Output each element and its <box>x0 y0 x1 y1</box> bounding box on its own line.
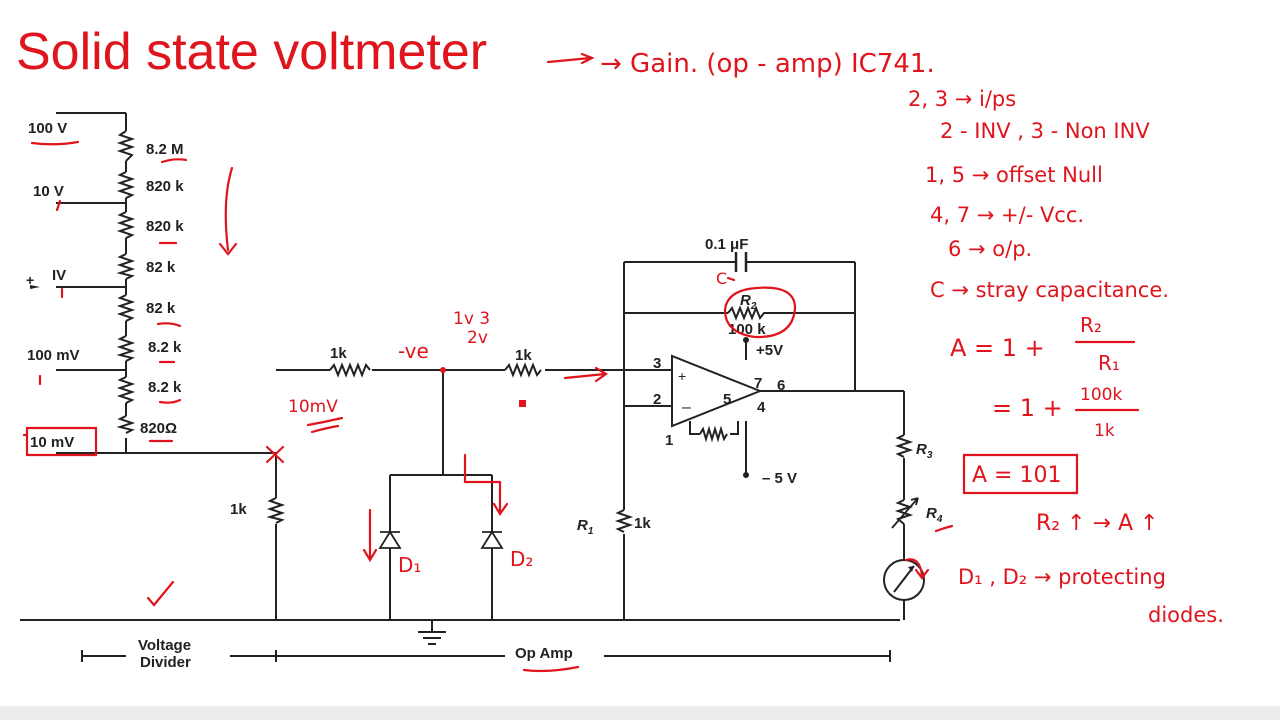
node-note: -ve <box>398 339 429 363</box>
pin-note: 1, 5 → offset Null <box>925 163 1103 187</box>
pin-note: 6 → o/p. <box>948 237 1032 261</box>
voltage-divider-label: Voltage <box>138 637 191 654</box>
circuit-wiring <box>20 112 905 662</box>
pin-number: 1 <box>665 432 673 449</box>
capacitor-label: 0.1 μF <box>705 236 748 253</box>
ink-dot <box>519 400 526 407</box>
pin-note: 2 - INV , 3 - Non INV <box>940 119 1150 143</box>
stray-cap-label: C <box>716 269 727 288</box>
bottom-strip <box>0 706 1280 720</box>
gain-sub-denominator: 1k <box>1094 421 1115 441</box>
pin-number: 2 <box>653 391 661 408</box>
minus-supply-label: – 5 V <box>762 470 797 487</box>
r2-note: R₂ ↑ → A ↑ <box>1036 511 1158 536</box>
pin-number: 7 <box>754 375 762 392</box>
divider-resistor <box>116 415 136 434</box>
input-resistor-1-label: 1k <box>330 345 347 362</box>
inv-sign: – <box>682 399 691 416</box>
divider-resistor <box>116 130 136 162</box>
heading-note: → Gain. (op - amp) IC741. <box>600 49 935 79</box>
range-label: 10 mV <box>30 434 74 451</box>
meter-symbol <box>883 559 925 601</box>
gain-denominator: R₁ <box>1098 351 1120 375</box>
divider-resistor-group <box>116 130 914 533</box>
gain-result: A = 101 <box>972 463 1061 488</box>
diode-label: D₁ <box>398 553 421 577</box>
gain-substituted: = 1 + <box>992 394 1063 422</box>
divider-value: 8.2 k <box>148 339 182 356</box>
input-resistor-2 <box>504 362 542 378</box>
voltage-divider-label: Divider <box>140 654 191 671</box>
divider-value: 8.2 M <box>146 141 184 158</box>
r2-label: R2 <box>740 292 757 312</box>
shunt-resistor-label: 1k <box>230 501 247 518</box>
shunt-resistor <box>266 497 286 524</box>
r1-value: 1k <box>634 515 651 532</box>
divider-resistor <box>116 335 136 362</box>
divider-resistor <box>116 376 136 404</box>
gain-formula: A = 1 + <box>950 334 1045 362</box>
pin-number: 5 <box>723 391 731 408</box>
plus-terminal-sign: + <box>26 272 34 288</box>
range-labels: 100 V 10 V IV 100 mV 10 mV <box>27 120 80 451</box>
handwritten-notes: → Gain. (op - amp) IC741. 2, 3 → i/ps 2 … <box>288 49 1224 627</box>
slide-title: Solid state voltmeter <box>16 23 488 81</box>
divider-resistor <box>116 171 136 199</box>
r3-label: R3 <box>916 441 933 461</box>
noninv-sign: + <box>678 368 686 384</box>
r4-resistor <box>894 499 914 525</box>
pin-note: C → stray capacitance. <box>930 278 1169 302</box>
r2-resistor <box>727 305 766 321</box>
pin-number: 6 <box>777 377 785 394</box>
pin-numbers: 3 2 1 5 7 6 4 <box>653 355 785 449</box>
pin-note: 4, 7 → +/- Vcc. <box>930 203 1084 227</box>
plus-supply-label: +5V <box>756 342 783 359</box>
range-label: 100 V <box>28 120 67 137</box>
range-label: IV <box>52 267 66 284</box>
gain-sub-numerator: 100k <box>1080 385 1122 405</box>
divider-value: 8.2 k <box>148 379 182 396</box>
input-note: 1v 3 <box>453 309 490 329</box>
terminal-markers <box>30 285 749 478</box>
diode-note: D₁ , D₂ → protecting <box>958 565 1166 589</box>
r3-resistor <box>894 434 914 458</box>
divider-resistor <box>116 253 136 280</box>
divider-values: 8.2 M 820 k 820 k 82 k 82 k 8.2 k 8.2 k … <box>140 141 184 437</box>
diode-label: D₂ <box>510 547 533 571</box>
divider-resistor <box>116 294 136 322</box>
diode-note: diodes. <box>1148 603 1224 627</box>
divider-value: 820 k <box>146 218 184 235</box>
gain-numerator: R₂ <box>1080 313 1102 337</box>
range-label: 100 mV <box>27 347 80 364</box>
range-label: 10 V <box>33 183 64 200</box>
op-amp-symbol <box>671 354 763 428</box>
pin-number: 4 <box>757 399 766 416</box>
diode-symbols <box>378 530 504 549</box>
pin-number: 3 <box>653 355 661 372</box>
divider-value: 820Ω <box>140 420 177 437</box>
divider-resistor <box>116 211 136 239</box>
divider-value: 820 k <box>146 178 184 195</box>
input-note: 2v <box>467 328 488 348</box>
divider-value: 82 k <box>146 259 176 276</box>
input-resistor-1 <box>329 362 371 378</box>
millivolt-note: 10mV <box>288 397 338 417</box>
r2-value: 100 k <box>728 321 766 338</box>
input-resistor-2-label: 1k <box>515 347 532 364</box>
r4-label: R4 <box>926 505 943 525</box>
r1-resistor <box>614 509 634 533</box>
divider-value: 82 k <box>146 300 176 317</box>
r1-label: R1 <box>577 517 594 537</box>
op-amp-label: Op Amp <box>515 645 573 662</box>
pin-note: 2, 3 → i/ps <box>908 87 1016 111</box>
ink-marks <box>22 52 1140 673</box>
offset-pot <box>699 425 728 443</box>
